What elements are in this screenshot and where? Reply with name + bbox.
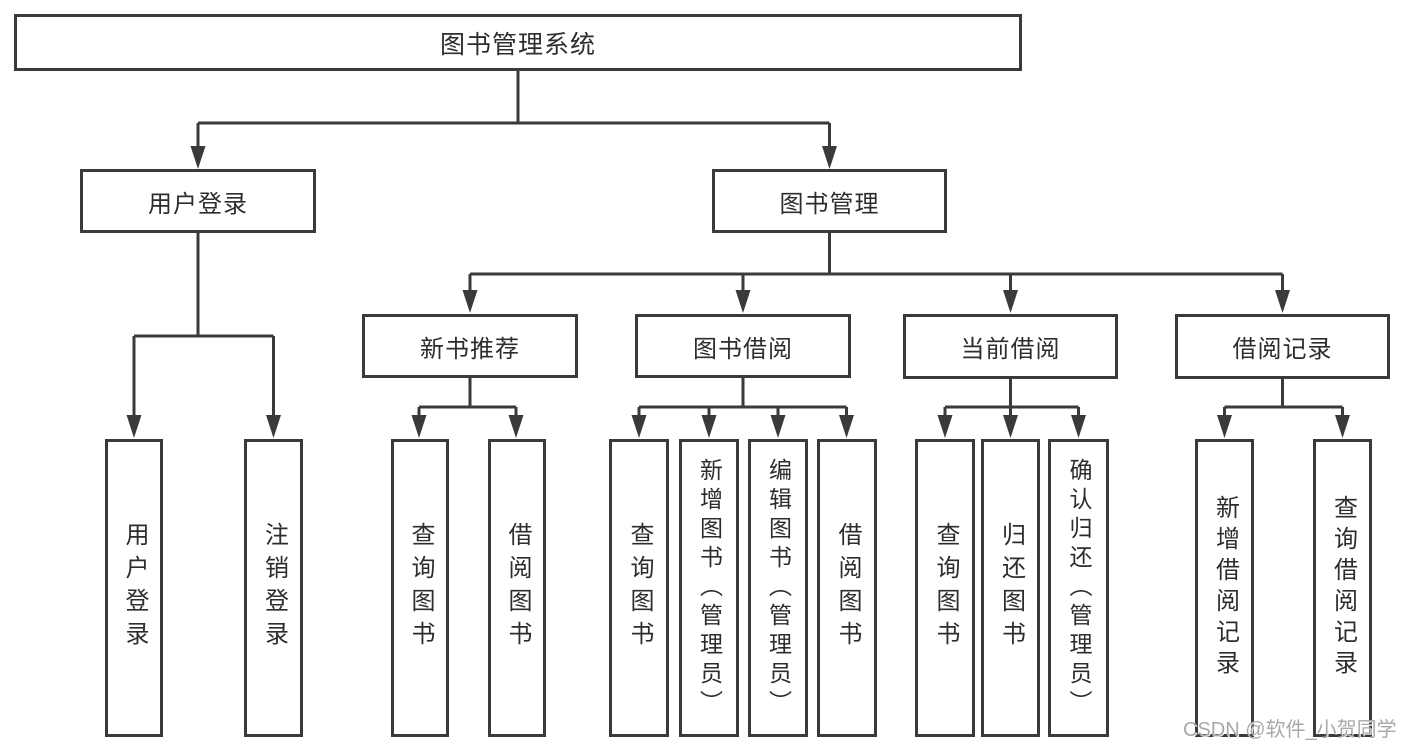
leaf-newbook-query: 查询图书 [391, 439, 449, 737]
arrowhead-br-add [1217, 415, 1232, 438]
arrowhead-bb-add [701, 415, 717, 438]
leaf-records-query: 查询借阅记录 [1313, 439, 1372, 737]
arrowhead-cb-return [1003, 415, 1018, 438]
arrowhead-current-borrow [1003, 290, 1018, 313]
arrowhead-cb-confirm [1071, 415, 1086, 438]
node-label: 归还图书 [997, 522, 1025, 654]
node-system-root: 图书管理系统 [14, 14, 1022, 71]
leaf-current-confirm-return: 确认归还（管理员） [1048, 439, 1109, 737]
node-new-book-recommend: 新书推荐 [362, 314, 578, 378]
leaf-borrow-borrow-book: 借阅图书 [817, 439, 877, 737]
node-label: 查询借阅记录 [1329, 495, 1357, 681]
leaf-records-add: 新增借阅记录 [1195, 439, 1254, 737]
leaf-newbook-borrow: 借阅图书 [488, 439, 546, 737]
arrowhead-leaf-logout [266, 415, 281, 438]
connector-book-management-children [468, 232, 1284, 293]
node-label: 新增借阅记录 [1211, 495, 1239, 681]
node-label: 图书管理系统 [439, 30, 596, 59]
leaf-current-query: 查询图书 [915, 439, 975, 737]
node-label: 注销登录 [260, 522, 288, 654]
arrowhead-cb-query [937, 415, 953, 438]
node-label: 借阅图书 [834, 522, 861, 654]
node-label: 用户登录 [148, 190, 248, 218]
leaf-borrow-query: 查询图书 [609, 439, 669, 737]
arrowhead-new-book [462, 290, 478, 313]
node-label: 查询图书 [932, 522, 959, 654]
arrowhead-nb-query [411, 415, 427, 438]
node-book-borrow: 图书借阅 [635, 314, 851, 378]
node-label: 借阅记录 [1232, 336, 1333, 363]
connector-user-login-children [132, 233, 275, 418]
arrowhead-user-login [190, 146, 206, 169]
arrowhead-book-borrow [735, 290, 751, 313]
node-label: 查询图书 [407, 522, 434, 654]
connector-current-borrow-children [943, 377, 1080, 419]
arrowhead-bb-borrow [839, 415, 854, 438]
node-label: 编辑图书（管理员） [765, 457, 792, 719]
leaf-borrow-edit-book: 编辑图书（管理员） [748, 439, 808, 737]
node-label: 图书管理 [779, 190, 880, 218]
leaf-borrow-add-book: 新增图书（管理员） [679, 439, 739, 737]
connector-book-borrow-children [637, 377, 848, 419]
node-label: 查询图书 [626, 522, 653, 654]
arrowhead-br-query [1335, 415, 1350, 438]
arrowhead-nb-borrow [508, 415, 524, 438]
node-label: 新增图书（管理员） [696, 457, 723, 719]
node-label: 用户登录 [121, 522, 148, 654]
node-label: 图书借阅 [693, 335, 793, 363]
leaf-logout: 注销登录 [244, 439, 303, 737]
arrowhead-bb-edit [770, 415, 786, 438]
connector-new-book-children [417, 377, 518, 419]
node-label: 借阅图书 [504, 522, 531, 654]
node-label: 新书推荐 [420, 335, 520, 363]
arrowhead-borrow-records [1275, 290, 1290, 313]
node-label: 当前借阅 [960, 336, 1061, 363]
leaf-user-login: 用户登录 [105, 439, 163, 737]
arrowhead-bb-query [631, 415, 647, 438]
node-book-management: 图书管理 [712, 169, 947, 233]
node-user-login: 用户登录 [80, 169, 316, 233]
leaf-current-return: 归还图书 [981, 439, 1040, 737]
node-borrow-records: 借阅记录 [1175, 314, 1390, 379]
arrowhead-book-management [822, 146, 837, 169]
arrowhead-leaf-login [126, 415, 142, 438]
node-current-borrow: 当前借阅 [903, 314, 1118, 379]
connector-borrow-records-children [1223, 377, 1344, 419]
csdn-watermark: CSDN @软件_小贺同学 [1183, 719, 1397, 741]
connector-root-to-level2 [196, 70, 831, 150]
node-label: 确认归还（管理员） [1066, 457, 1092, 719]
